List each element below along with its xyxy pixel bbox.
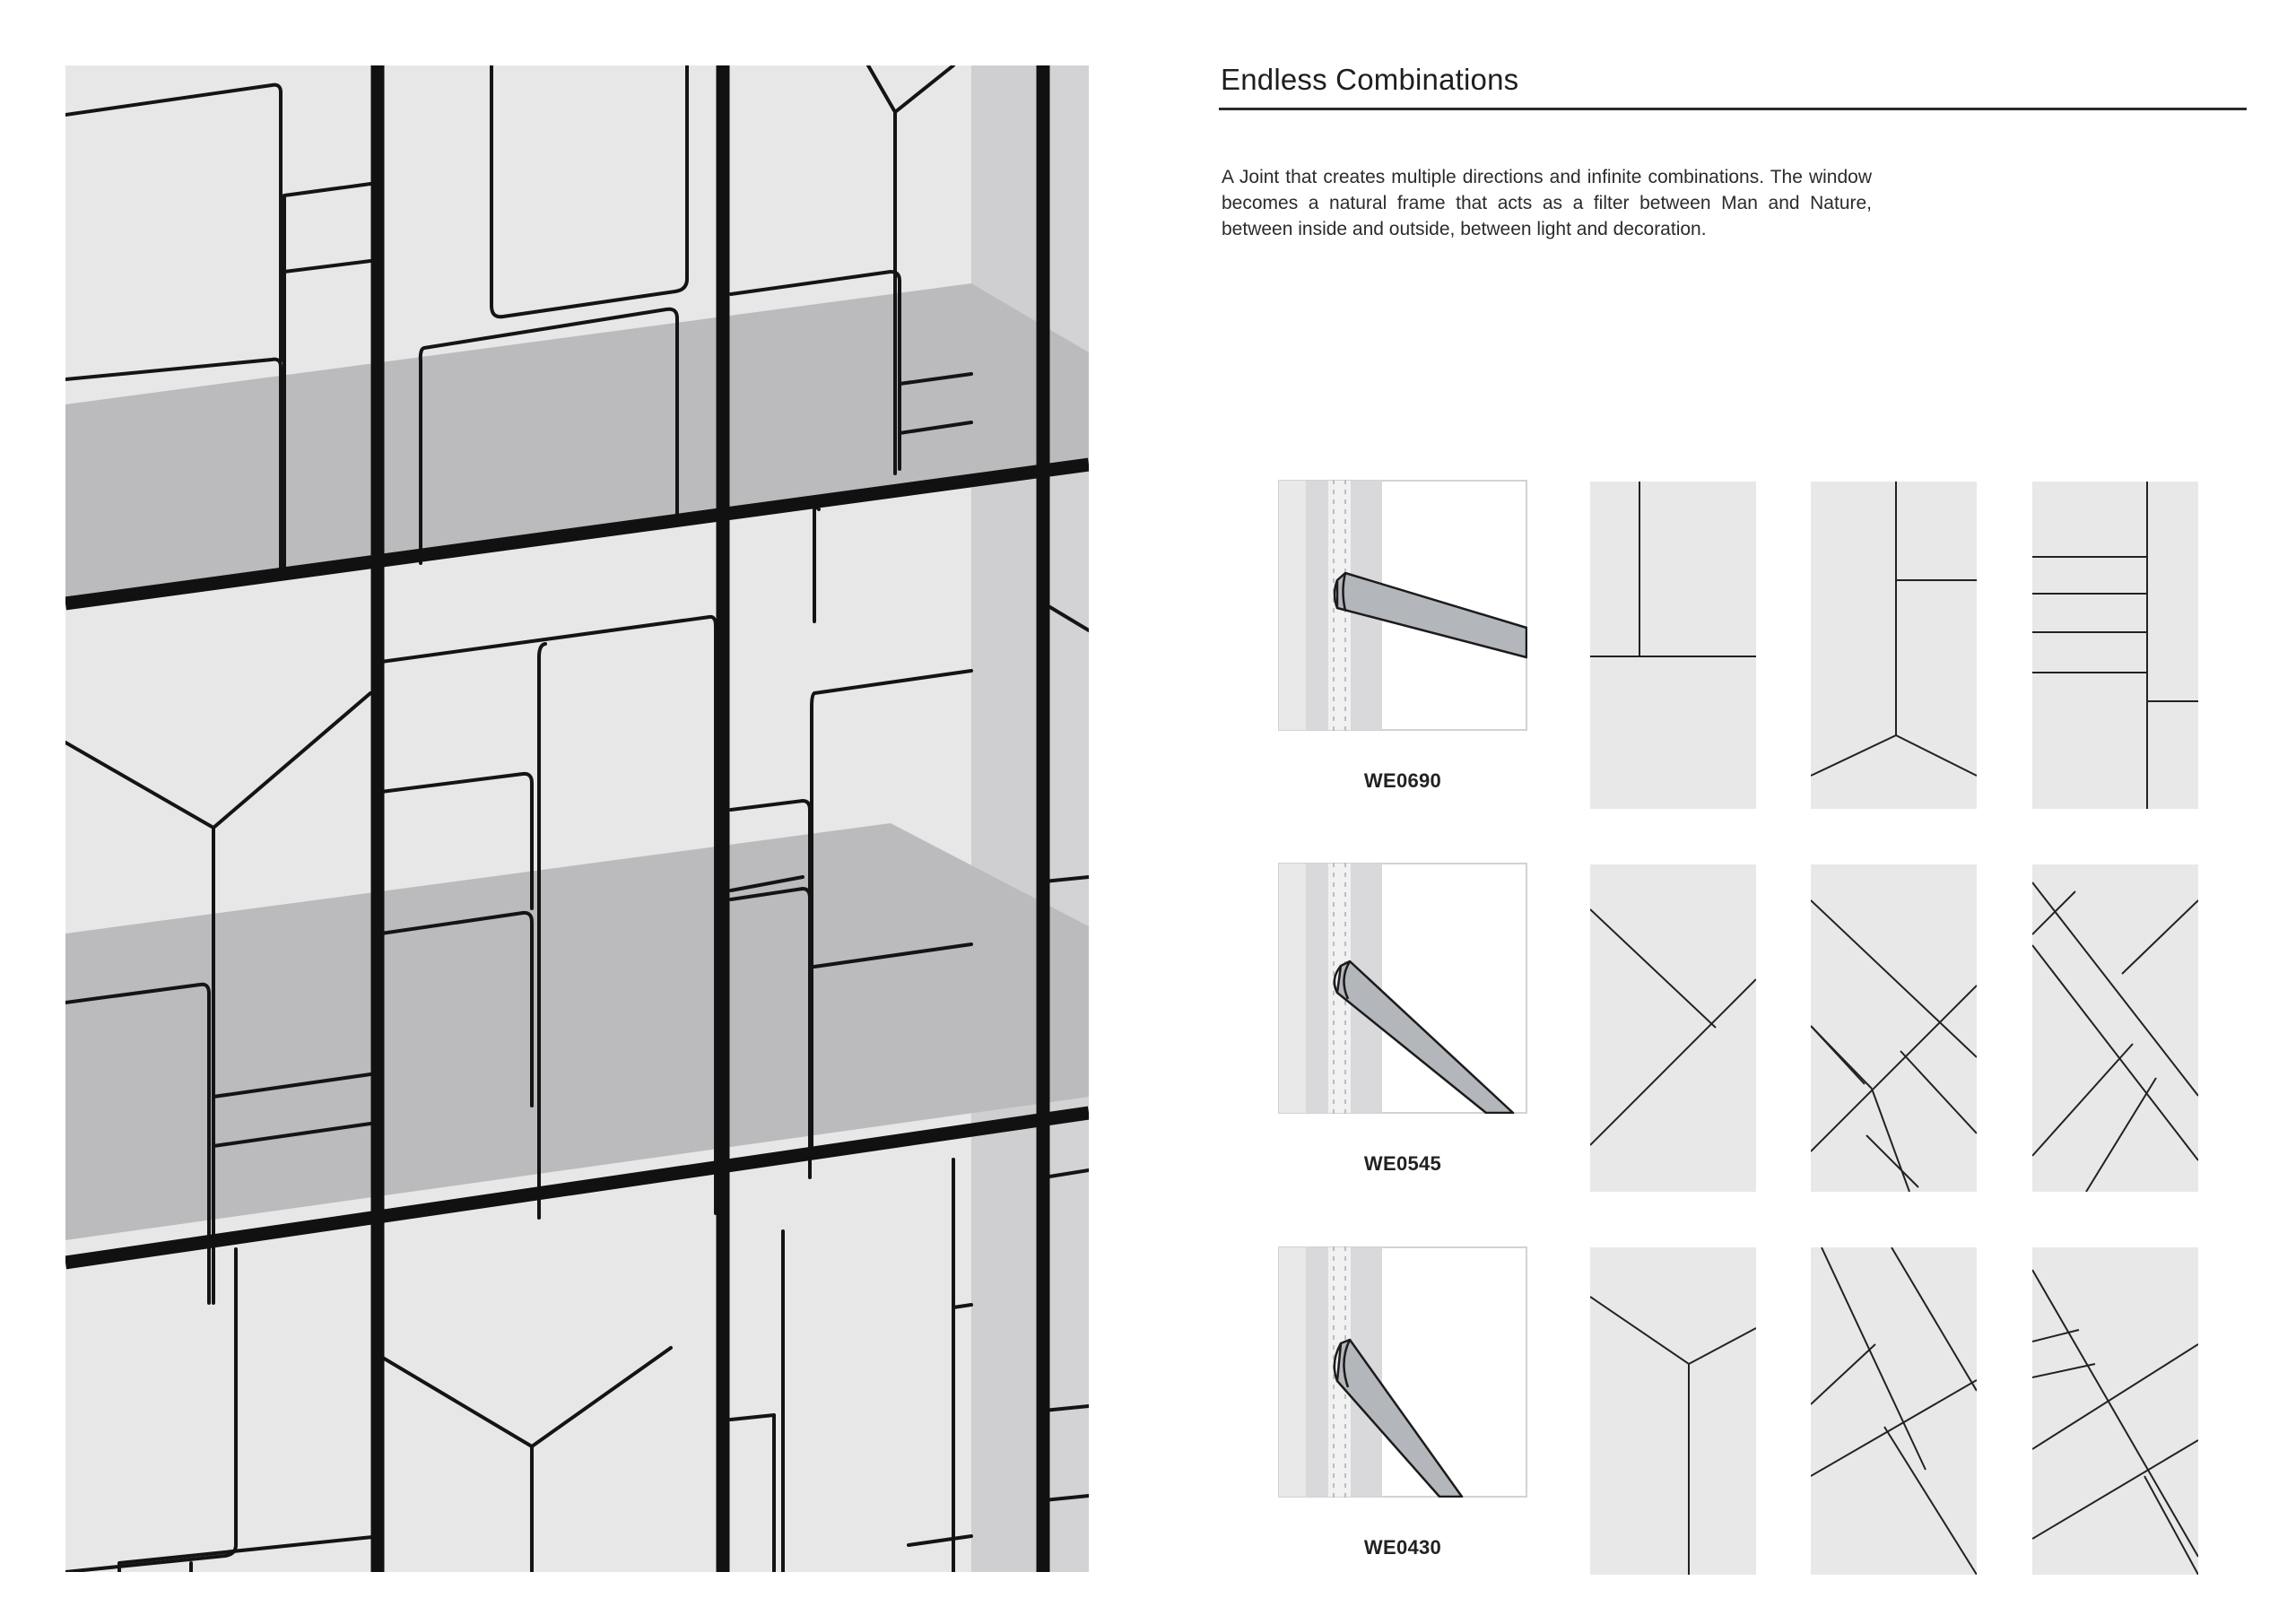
combination-3-1 (1590, 1247, 1756, 1575)
window-facade-illustration (65, 65, 1089, 1572)
combination-1-1 (1590, 482, 1756, 809)
title-divider (1219, 108, 2247, 110)
combination-2-2 (1811, 864, 1977, 1192)
combination-1-3 (2032, 482, 2198, 809)
shelf-band-lower (65, 823, 1089, 1240)
profile-code-we0690: WE0690 (1363, 769, 1442, 792)
joint-detail-we0545 (1278, 863, 1527, 1114)
combination-3-2 (1811, 1247, 1977, 1575)
joint-detail-we0690 (1278, 480, 1527, 731)
description-text: A Joint that creates multiple directions… (1222, 167, 1872, 239)
page-title: Endless Combinations (1221, 63, 1519, 96)
combination-2-3 (2032, 864, 2198, 1192)
joint-detail-we0430 (1278, 1246, 1527, 1498)
combination-2-1 (1590, 864, 1756, 1192)
frame-transom-lower (65, 1106, 1089, 1270)
frame-transom-upper (65, 457, 1089, 611)
shelf-band-upper (65, 283, 1089, 604)
profile-code-we0430: WE0430 (1363, 1536, 1442, 1559)
combination-3-3 (2032, 1247, 2198, 1575)
combination-1-2 (1811, 482, 1977, 809)
profile-code-we0545: WE0545 (1363, 1152, 1442, 1175)
